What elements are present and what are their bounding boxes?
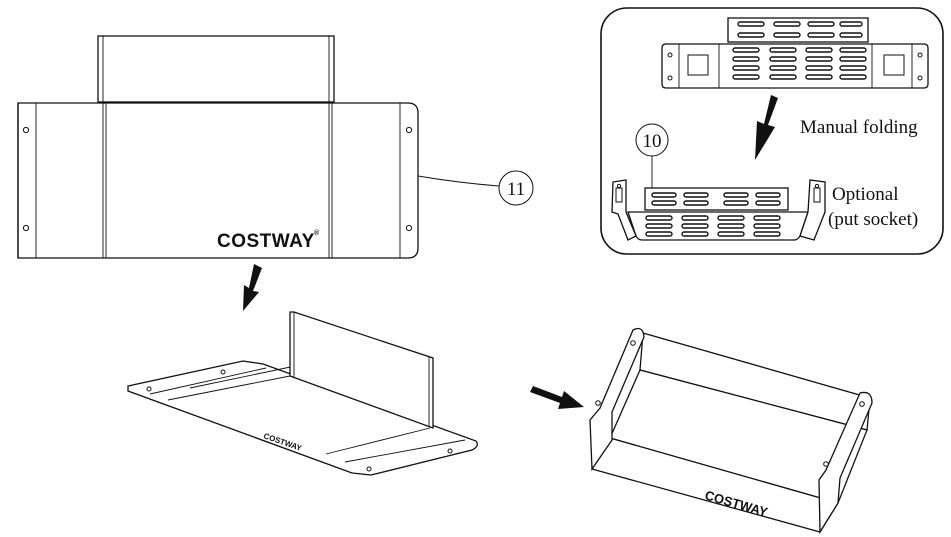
optional-label: Optional — [832, 184, 899, 205]
mount-hole — [595, 400, 601, 406]
mount-hole — [447, 448, 453, 454]
partly-folded-figure: COSTWAY — [127, 311, 478, 476]
upright-back-panel — [289, 311, 434, 429]
callout-circle-11 — [498, 170, 534, 206]
callout-label-10: 10 — [643, 131, 662, 152]
manual-folding-label: Manual folding — [800, 117, 918, 138]
tray-right-flange — [818, 391, 873, 535]
inset-arrow-down — [755, 95, 778, 160]
step-arrow-right — [530, 386, 584, 409]
socket-inset: Manual folding Optional (put socket) 10 — [600, 7, 944, 255]
callout-label-11: 11 — [507, 179, 525, 200]
folded-tray-figure: COSTWAY — [589, 327, 873, 535]
mount-hole — [630, 340, 636, 346]
mount-hole — [366, 466, 372, 472]
flat-socket-bracket — [661, 17, 929, 89]
brand-registered-mark: ® — [314, 229, 320, 237]
brand-logo: COSTWAY — [217, 231, 315, 252]
mount-hole — [405, 224, 413, 232]
tray-left-flange — [589, 327, 645, 471]
mount-hole — [859, 401, 865, 407]
mount-hole — [823, 461, 829, 467]
flat-cover-figure: COSTWAY ® 11 — [17, 35, 534, 259]
folded-base-sheet — [127, 360, 478, 476]
mount-hole — [405, 126, 413, 134]
cover-back-flap — [97, 35, 335, 103]
cover-main-panel — [17, 102, 419, 259]
mount-hole — [220, 369, 226, 375]
put-socket-label: (put socket) — [828, 209, 918, 230]
folded-socket-bracket — [611, 179, 826, 241]
callout-leader-11 — [417, 175, 500, 187]
mount-hole — [22, 126, 30, 134]
mount-hole — [22, 224, 30, 232]
mount-hole — [146, 386, 152, 392]
step-arrow-down-left — [243, 264, 262, 311]
